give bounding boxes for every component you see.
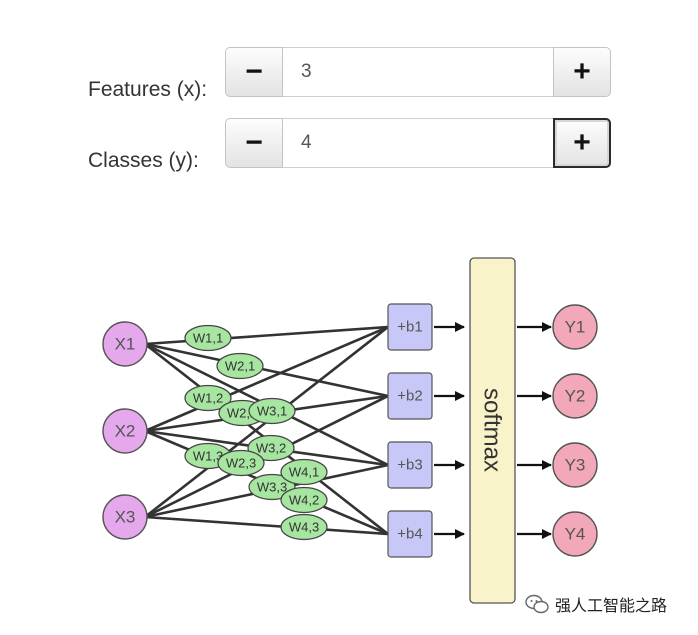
input-node-label: X1 [115, 335, 136, 354]
weight-node [184, 384, 232, 412]
weight-node-label: W4,2 [289, 493, 319, 508]
output-node [552, 442, 598, 488]
features-decrement-button[interactable]: − [225, 47, 283, 97]
bias-node-label: +b1 [397, 319, 422, 336]
wechat-icon [525, 594, 549, 614]
connection-line [144, 342, 389, 398]
plus-icon: + [573, 55, 591, 88]
input-node [102, 494, 148, 540]
bias-node [387, 510, 433, 558]
output-node-label: Y3 [565, 456, 586, 475]
weight-node-label: W4,3 [289, 520, 319, 535]
bias-node [387, 441, 433, 489]
weight-node [280, 458, 328, 486]
weight-node [216, 352, 264, 380]
output-node [552, 373, 598, 419]
weight-node [280, 513, 328, 541]
weight-node-label: W3,3 [257, 480, 287, 495]
connection-line [144, 325, 389, 433]
weight-node-label: W1,2 [193, 391, 223, 406]
watermark-text: 强人工智能之路 [555, 596, 668, 615]
softmax-box [469, 257, 516, 604]
output-node [552, 511, 598, 557]
weight-node [247, 434, 295, 462]
weight-node [217, 449, 265, 477]
weight-node-label: W1,3 [193, 449, 223, 464]
input-node [102, 321, 148, 367]
output-node [552, 304, 598, 350]
connection-line [144, 515, 389, 536]
classes-label: Classes (y): [88, 149, 199, 172]
bias-node [387, 303, 433, 351]
bias-node-label: +b2 [397, 388, 422, 405]
connection-lines [144, 325, 389, 536]
output-node-label: Y2 [565, 387, 586, 406]
features-input[interactable] [283, 47, 553, 97]
plus-icon: + [573, 126, 591, 159]
weight-node [248, 473, 296, 501]
weight-node-label: W3,1 [257, 404, 287, 419]
bias-node-label: +b3 [397, 457, 422, 474]
features-label: Features (x): [88, 78, 208, 101]
weight-node-label: W4,1 [289, 465, 319, 480]
minus-icon: − [245, 126, 263, 159]
input-node [102, 408, 148, 454]
weight-node-label: W1,1 [193, 331, 223, 346]
input-node-label: X3 [115, 508, 136, 527]
input-node-label: X2 [115, 422, 136, 441]
classes-increment-button[interactable]: + [553, 118, 611, 168]
classes-stepper: − + [225, 118, 611, 168]
weight-node [280, 486, 328, 514]
bias-node-label: +b4 [397, 526, 422, 543]
classes-input[interactable] [283, 118, 553, 168]
weight-node [184, 324, 232, 352]
weight-node-label: W2,3 [226, 456, 256, 471]
bias-node [387, 372, 433, 420]
softmax-label: softmax [479, 388, 506, 472]
weight-node [248, 397, 296, 425]
watermark: 强人工智能之路 [525, 592, 667, 616]
output-node-label: Y1 [565, 318, 586, 337]
weight-node-label: W3,2 [256, 441, 286, 456]
classes-decrement-button[interactable]: − [225, 118, 283, 168]
weight-node-label: W2,1 [225, 359, 255, 374]
features-stepper: − + [225, 47, 611, 97]
features-increment-button[interactable]: + [553, 47, 611, 97]
output-node-label: Y4 [565, 525, 586, 544]
minus-icon: − [245, 55, 263, 88]
arrow-lines [434, 322, 552, 539]
